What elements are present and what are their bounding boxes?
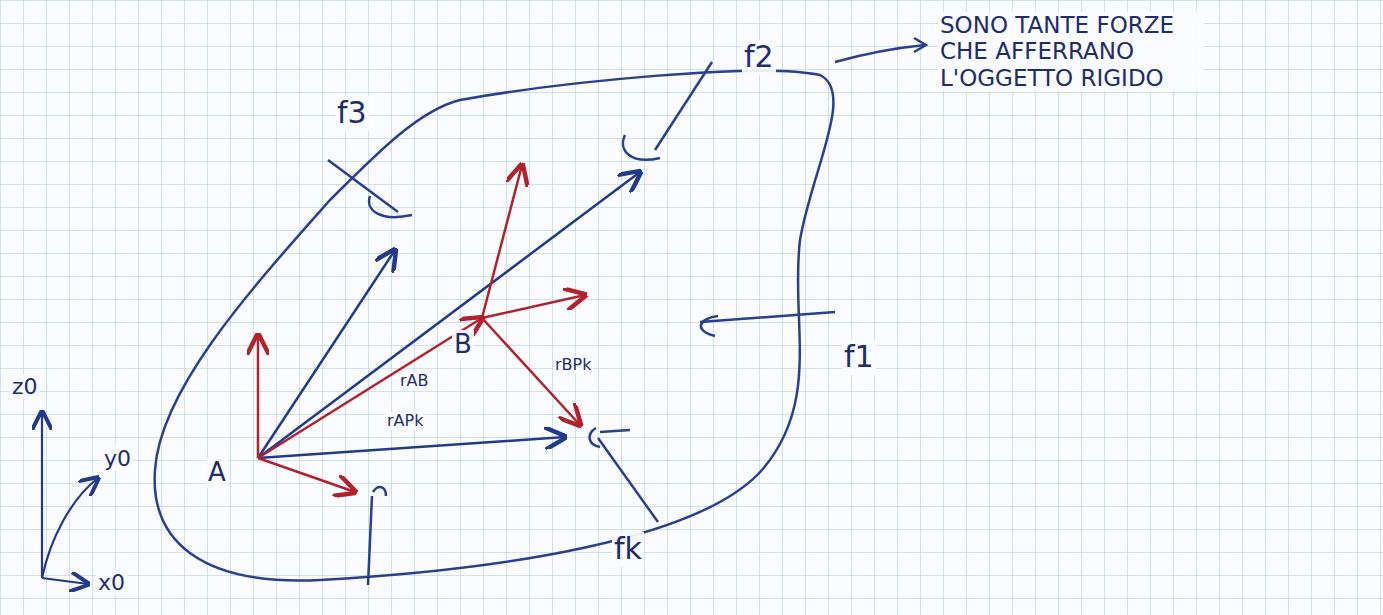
symbol-label: rAPk (385, 412, 425, 430)
frame-vectors (258, 165, 585, 492)
symbol-label: y0 (102, 446, 133, 471)
rigid-body-outline (155, 71, 834, 581)
note: SONO TANTE FORZE CHE AFFERRANO L'OGGETTO… (938, 12, 1204, 91)
symbol-label: rBPk (553, 356, 593, 374)
symbol-label: rAB (398, 372, 431, 390)
symbol-label: x0 (96, 570, 127, 595)
symbol-label: f1 (842, 340, 876, 375)
symbol-label: A (206, 458, 228, 488)
symbol-label: f3 (335, 96, 369, 131)
symbol-label: fk (612, 532, 644, 567)
position-vectors (258, 172, 640, 458)
reference-axes (42, 412, 98, 584)
symbol-label: B (452, 330, 474, 360)
force-contacts (328, 38, 926, 585)
symbol-label: z0 (10, 374, 40, 399)
symbol-label: f2 (742, 40, 776, 75)
